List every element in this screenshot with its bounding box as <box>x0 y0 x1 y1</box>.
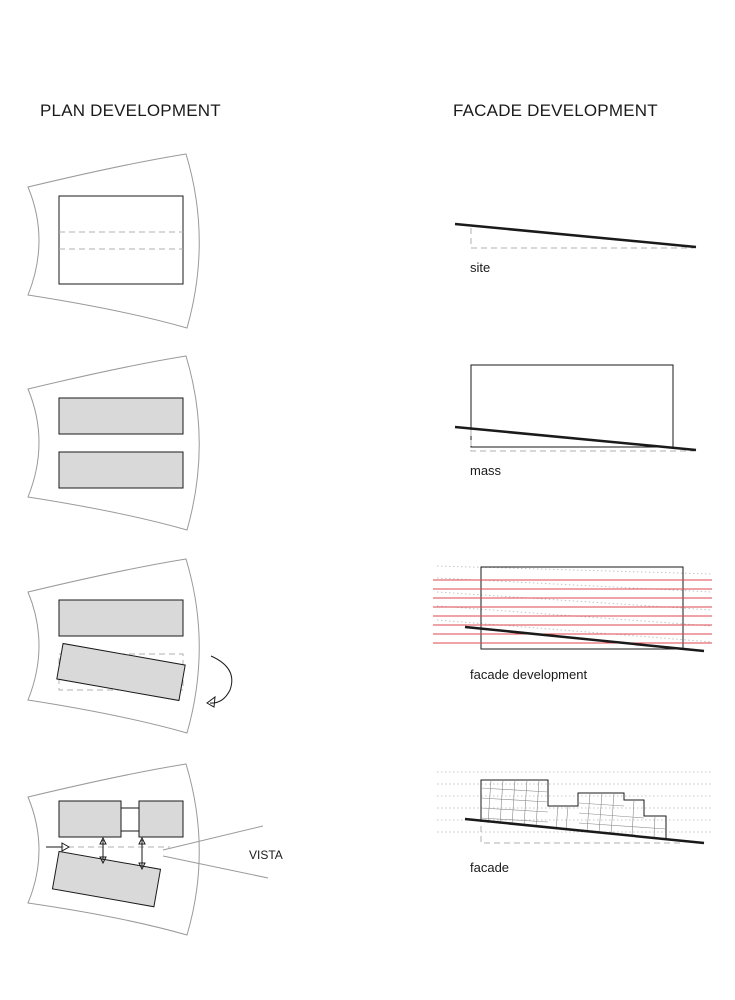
ground-slope-line <box>464 625 705 653</box>
mass-box <box>470 364 674 448</box>
dashed-ground <box>470 430 694 452</box>
stepped-facade-outline <box>480 779 667 838</box>
site-outline <box>27 763 200 936</box>
facade-development-title: FACADE DEVELOPMENT <box>453 101 658 120</box>
vista-line <box>162 825 264 851</box>
dashed-ground <box>480 826 684 844</box>
facade-step-development: facade development <box>433 565 713 682</box>
connection-arrowhead-down <box>138 862 146 871</box>
facade-step-site: site <box>454 222 697 275</box>
dotted-sight-lines <box>436 565 713 643</box>
rotation-arrowhead <box>206 695 216 708</box>
facade-label: facade <box>470 860 509 875</box>
building-block <box>58 397 184 435</box>
plan-step-1 <box>27 153 200 329</box>
vista-label: VISTA <box>249 848 283 862</box>
red-facade-lines <box>433 579 712 644</box>
dotted-sight-lines <box>437 771 712 833</box>
ground-slope-line <box>454 425 697 452</box>
mass-box <box>480 566 684 650</box>
facade-step-final: facade <box>437 771 712 875</box>
connection-arrowhead-up <box>99 836 107 845</box>
rotated-building-block <box>56 642 186 702</box>
facade-development-label: facade development <box>470 667 587 682</box>
facade-grid <box>480 779 667 839</box>
site-outline <box>27 558 200 734</box>
vista-line <box>162 855 269 879</box>
plan-development-title: PLAN DEVELOPMENT <box>40 101 221 120</box>
building-block <box>138 800 184 838</box>
building-block <box>58 599 184 637</box>
building-block <box>58 451 184 489</box>
facade-step-mass: mass <box>454 364 697 478</box>
plan-step-4: VISTA <box>27 763 283 936</box>
plan-step-2 <box>27 355 200 531</box>
mass-label: mass <box>470 463 502 478</box>
rotation-arrow <box>209 655 233 704</box>
site-label: site <box>470 260 490 275</box>
site-outline <box>27 153 200 329</box>
entry-arrowhead <box>61 842 71 852</box>
ground-slope-line <box>464 817 705 845</box>
building-footprint <box>58 195 184 285</box>
connection-arrowhead-up <box>138 836 146 845</box>
ground-slope-line <box>454 222 697 249</box>
building-block <box>58 800 122 838</box>
rotated-building-block <box>51 850 162 908</box>
dashed-ground <box>470 228 694 249</box>
plan-step-3 <box>27 558 233 734</box>
connection-arrowhead-down <box>99 856 107 865</box>
site-outline <box>27 355 200 531</box>
